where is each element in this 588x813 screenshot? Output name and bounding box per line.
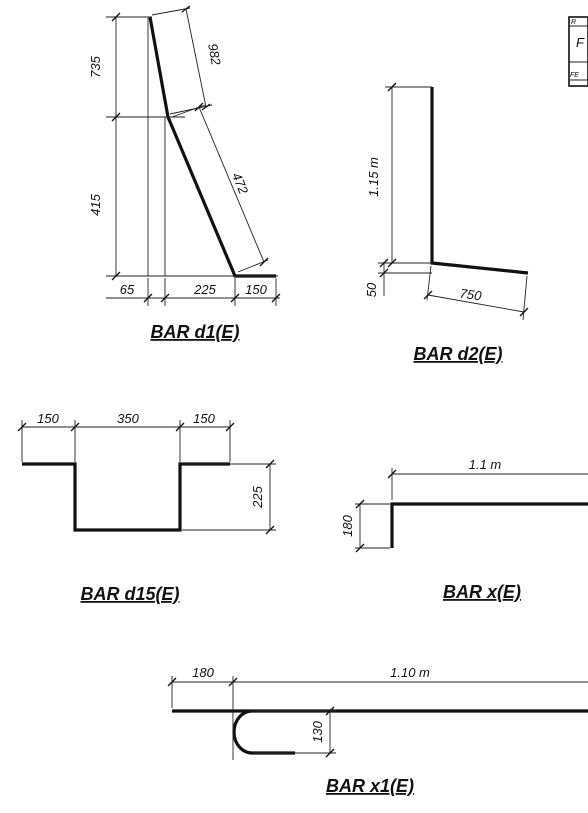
x1-dim-130: 130 bbox=[310, 720, 325, 742]
d1-dim-982: 982 bbox=[205, 42, 224, 67]
d2-dim-50: 50 bbox=[364, 282, 379, 297]
d2-dim-750: 750 bbox=[459, 286, 483, 304]
d15-dim-150-right: 150 bbox=[193, 411, 215, 426]
title-block-r2: F bbox=[576, 35, 585, 50]
bar-d2-shape bbox=[430, 87, 529, 275]
x1-dim-length: 1.10 m bbox=[390, 665, 430, 680]
bar-d1-caption: BAR d1(E) bbox=[151, 322, 240, 342]
bar-d2-drawing: 1.15 m 50 750 BAR d2(E) bbox=[364, 82, 529, 364]
bar-d2-caption: BAR d2(E) bbox=[414, 344, 503, 364]
bar-x1-caption: BAR x1(E) bbox=[326, 776, 414, 796]
title-block: R F FE bbox=[568, 16, 588, 87]
bar-d15-drawing: 150 350 150 225 BAR d15(E) bbox=[17, 411, 276, 604]
bar-d1-drawing: 735 415 982 472 65 225 150 BAR d1(E) bbox=[88, 5, 281, 342]
d1-dim-415: 415 bbox=[88, 193, 103, 215]
bar-x-drawing: 1.1 m 180 BAR x(E) bbox=[340, 457, 588, 602]
x1-dim-180: 180 bbox=[192, 665, 214, 680]
d1-dim-150: 150 bbox=[245, 282, 267, 297]
d1-dim-225: 225 bbox=[193, 282, 216, 297]
bar-d15-caption: BAR d15(E) bbox=[80, 584, 179, 604]
x-dim-180: 180 bbox=[340, 514, 355, 536]
title-block-r1: R bbox=[571, 19, 576, 26]
d2-dim-height: 1.15 m bbox=[366, 157, 381, 197]
bar-x-caption: BAR x(E) bbox=[443, 582, 521, 602]
bar-d15-shape bbox=[22, 462, 230, 532]
d15-dim-350: 350 bbox=[117, 411, 139, 426]
d1-dim-735: 735 bbox=[88, 55, 103, 77]
bar-x1-drawing: 180 1.10 m 130 BAR x1(E) bbox=[167, 665, 588, 796]
d1-dim-65: 65 bbox=[120, 282, 135, 297]
d15-dim-150-left: 150 bbox=[37, 411, 59, 426]
bar-x-shape bbox=[390, 502, 588, 548]
title-block-r3: FE bbox=[570, 72, 579, 79]
bar-x1-shape bbox=[172, 709, 588, 755]
d15-dim-225: 225 bbox=[250, 485, 265, 508]
x-dim-length: 1.1 m bbox=[469, 457, 502, 472]
d1-dim-472: 472 bbox=[229, 170, 252, 197]
